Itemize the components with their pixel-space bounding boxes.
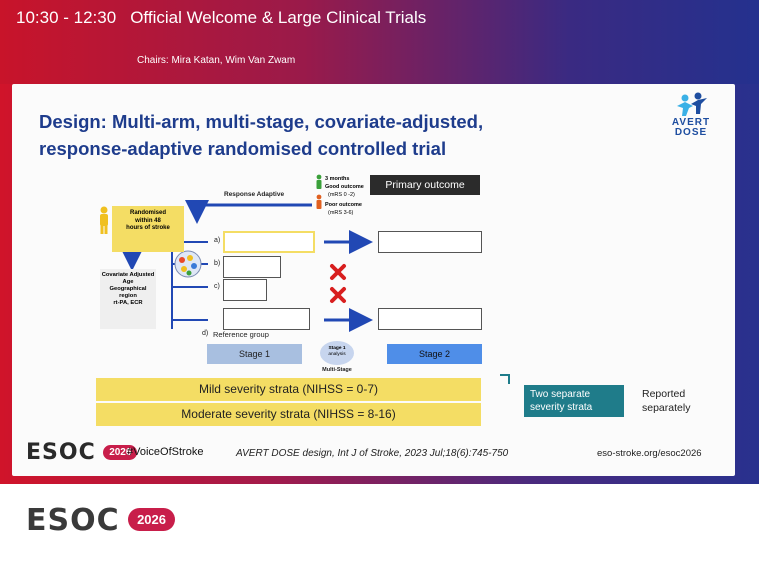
arm-c-row <box>223 279 267 301</box>
moderate-severity-strata: Moderate severity strata (NIHSS = 8-16) <box>96 403 481 426</box>
logo-text: AVERT DOSE <box>665 118 717 138</box>
hashtag: #VoiceOfStroke <box>127 446 204 458</box>
footer-esoc-logo: ESOC 2026 <box>26 440 138 465</box>
randomised-line-2: within 48 <box>135 217 161 224</box>
footer-year-badge: 2026 <box>103 445 138 460</box>
primary-outcome-label: Primary outcome <box>370 175 480 195</box>
randomised-person-icon <box>100 206 108 234</box>
bottom-year-badge: 2026 <box>128 508 175 531</box>
stage-1-label: Stage 1 <box>207 344 302 364</box>
good-outcome-range: (mRS 0 -2) <box>328 192 355 198</box>
people-logo-icon <box>677 92 707 116</box>
stage-1-analysis-bubble: Stage 1 analysis <box>320 341 354 365</box>
good-outcome-label: Good outcome <box>325 184 364 190</box>
presentation-slide: Design: Multi-arm, multi-stage, covariat… <box>12 84 735 476</box>
response-adaptive-label: Response Adaptive <box>224 191 285 198</box>
arm-d-label: d) <box>202 330 209 337</box>
multi-stage-label: Multi-Stage <box>322 367 352 373</box>
slide-title-line-1: Design: Multi-arm, multi-stage, covariat… <box>39 111 484 132</box>
outcome-legend: 3 months Good outcome (mRS 0 -2) Poor ou… <box>312 174 370 232</box>
logo-word-dose: DOSE <box>674 127 708 138</box>
slide-title-line-2: response-adaptive randomised controlled … <box>39 138 447 159</box>
arm-c-label: c) <box>214 283 220 290</box>
bottom-esoc-logo: ESOC 2026 <box>26 503 175 538</box>
reported-line-2: separately <box>642 402 691 414</box>
arm-c-dropped-cross-icon <box>330 287 346 303</box>
citation: AVERT DOSE design, Int J of Stroke, 2023… <box>236 448 509 459</box>
session-name: Official Welcome & Large Clinical Trials <box>130 8 427 27</box>
session-header: 10:30 - 12:30 Official Welcome & Large Cl… <box>0 0 759 84</box>
arm-b-row <box>223 256 281 278</box>
stage2-arm-a-row <box>378 231 482 253</box>
footer-esoc-text: ESOC <box>26 440 96 465</box>
session-time: 10:30 - 12:30 <box>16 8 117 27</box>
session-chairs: Chairs: Mira Katan, Wim Van Zwam <box>137 55 296 66</box>
stage-1-analysis-line-2: analysis <box>328 352 346 357</box>
stage2-reference-row <box>378 308 482 330</box>
reported-line-1: Reported <box>642 388 686 400</box>
lottery-drum-icon <box>174 250 202 278</box>
reference-group-label: Reference group <box>213 330 269 339</box>
avert-dose-logo: AVERT DOSE <box>665 92 717 148</box>
covariate-adjusted-box: Covariate Adjusted Age Geographical regi… <box>100 269 156 329</box>
arm-b-dropped-cross-icon <box>330 264 346 280</box>
arm-a-row <box>223 231 315 253</box>
logo-word-avert: AVERT <box>671 117 711 128</box>
stage-2-label: Stage 2 <box>387 344 482 364</box>
bottom-esoc-text: ESOC <box>26 503 120 538</box>
reported-separately-label: Reported separately <box>642 387 690 415</box>
poor-outcome-person-icon <box>316 194 322 209</box>
slide-title: Design: Multi-arm, multi-stage, covariat… <box>39 108 579 162</box>
arm-a-label: a) <box>214 237 221 244</box>
covariate-title: Covariate Adjusted <box>101 272 155 278</box>
covariate-item-region: Geographical region <box>109 286 147 299</box>
mild-severity-strata: Mild severity strata (NIHSS = 0-7) <box>96 378 481 401</box>
footer-url: eso-stroke.org/esoc2026 <box>597 448 702 459</box>
session-title: 10:30 - 12:30 Official Welcome & Large Cl… <box>16 8 426 28</box>
strata-bracket <box>500 374 510 384</box>
stage-1-analysis-line-1: Stage 1 <box>328 346 346 351</box>
randomised-line-1: Randomised <box>129 210 166 216</box>
poor-outcome-label: Poor outcome <box>325 202 362 208</box>
randomised-line-3: hours of stroke <box>126 225 170 231</box>
two-separate-line-2: severity strata <box>530 402 593 413</box>
randomised-box: Randomised within 48 hours of stroke <box>112 206 184 252</box>
poor-outcome-range: (mRS 3-6) <box>328 210 354 216</box>
covariate-item-treatment: rt-PA, ECR <box>113 300 143 306</box>
good-outcome-person-icon <box>316 174 322 189</box>
arm-b-label: b) <box>214 260 221 267</box>
two-separate-strata-box: Two separate severity strata <box>524 385 624 417</box>
outcome-time: 3 months <box>325 176 350 182</box>
arm-d-row <box>223 308 310 330</box>
two-separate-line-1: Two separate <box>530 389 591 400</box>
response-adaptive-arrow <box>185 200 312 224</box>
covariate-item-age: Age <box>122 279 134 285</box>
